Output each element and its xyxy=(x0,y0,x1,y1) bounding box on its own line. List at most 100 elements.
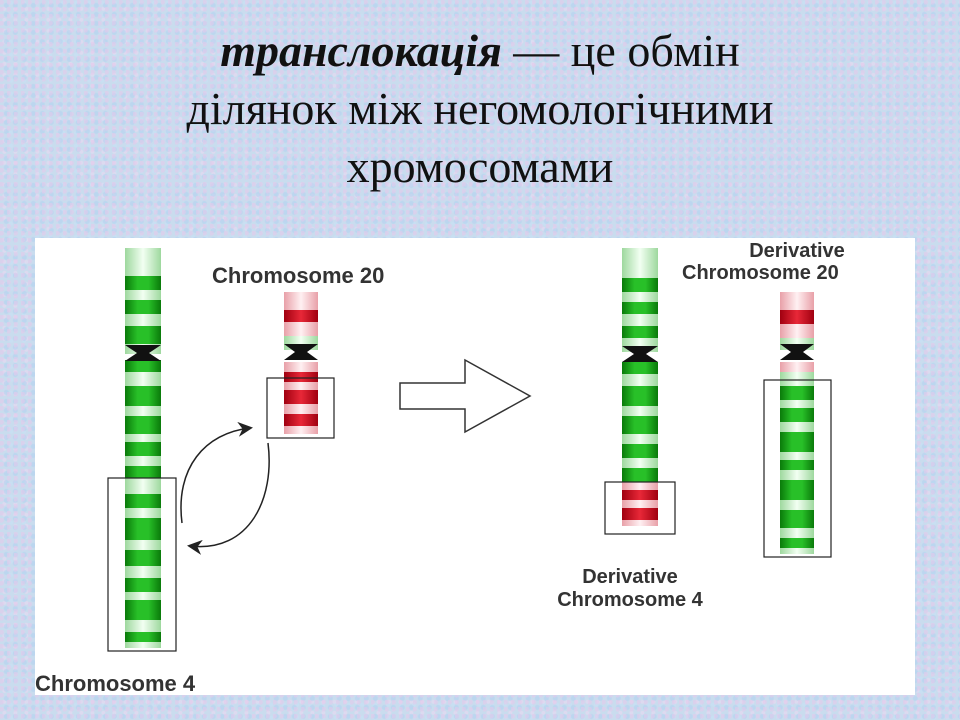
chromosome-band xyxy=(125,434,161,442)
chromosome-band xyxy=(780,310,814,324)
chromosome-band xyxy=(125,372,161,386)
chromosome-band xyxy=(780,386,814,400)
derivative-chromosome-4 xyxy=(622,248,658,526)
chr4-swap-box xyxy=(107,477,177,652)
centromere xyxy=(622,346,658,362)
title-term: транслокація xyxy=(220,25,502,76)
centromere xyxy=(284,344,318,360)
chromosome-band xyxy=(622,278,658,292)
chromosome-band xyxy=(622,490,658,500)
chromosome-band xyxy=(125,276,161,290)
chromosome-band xyxy=(125,248,161,276)
der20-swap-box xyxy=(763,379,832,558)
chromosome-band xyxy=(622,434,658,444)
der4-label-line-2: Chromosome 4 xyxy=(557,589,703,611)
chromosome-band xyxy=(125,508,161,518)
chromosome-band xyxy=(125,456,161,466)
chromosome-band xyxy=(284,292,318,310)
chromosome-band xyxy=(780,422,814,432)
chromosome-band xyxy=(284,310,318,322)
chromosome-band xyxy=(125,416,161,434)
chromosome-band xyxy=(622,520,658,526)
chromosome-band xyxy=(780,408,814,422)
chromosome-band xyxy=(780,528,814,538)
chromosome-band xyxy=(780,452,814,460)
chromosome-band xyxy=(284,372,318,382)
chromosome-20 xyxy=(284,292,318,434)
chromosome-band xyxy=(780,460,814,470)
translocation-diagram: Chromosome 20 Chromosome 4 Derivative Ch… xyxy=(35,240,845,695)
chromosome-band xyxy=(125,566,161,578)
der4-swap-box xyxy=(604,481,676,535)
chromosome-band xyxy=(622,362,658,374)
chromosome-band xyxy=(284,382,318,390)
chromosome-band xyxy=(284,426,318,434)
chromosome-band xyxy=(622,374,658,386)
chromosome-band xyxy=(622,314,658,326)
chromosome-band xyxy=(622,444,658,458)
chromosome-4 xyxy=(125,248,161,648)
chromosome-band xyxy=(125,300,161,314)
chr20-label: Chromosome 20 xyxy=(212,263,384,288)
chromosome-band xyxy=(622,500,658,508)
chromosome-band xyxy=(622,326,658,338)
chromosome-band xyxy=(125,326,161,344)
exchange-arrow-up xyxy=(180,421,253,524)
der4-label-line-1: Derivative xyxy=(582,566,678,588)
chr20-swap-box xyxy=(266,377,335,439)
chromosome-band xyxy=(125,314,161,326)
chromosome-band xyxy=(622,508,658,520)
chromosome-band xyxy=(125,406,161,416)
chromosome-band xyxy=(125,600,161,620)
chromosome-band xyxy=(780,480,814,500)
exchange-arrow-down xyxy=(187,442,270,555)
chromosome-band xyxy=(780,538,814,548)
title-line-1: транслокація — це обмін xyxy=(0,22,960,80)
centromere xyxy=(125,345,161,361)
chromosome-band xyxy=(780,548,814,554)
chromosome-band xyxy=(125,360,161,372)
slide-title: транслокація — це обмін ділянок між него… xyxy=(0,22,960,196)
chromosome-band xyxy=(284,322,318,336)
chromosome-band xyxy=(125,578,161,592)
chromosome-band xyxy=(780,470,814,480)
chromosome-band xyxy=(622,482,658,490)
transition-arrow xyxy=(399,358,532,434)
chromosome-band xyxy=(125,494,161,508)
chromosome-band xyxy=(622,292,658,302)
chromosome-band xyxy=(125,442,161,456)
der20-label-line-2: Chromosome 20 xyxy=(682,262,839,284)
chromosome-band xyxy=(780,400,814,408)
chromosome-band xyxy=(284,390,318,404)
chromosome-band xyxy=(622,416,658,434)
chromosome-band xyxy=(125,620,161,632)
title-line-1-rest: — це обмін xyxy=(501,25,740,76)
chromosome-band xyxy=(125,540,161,550)
title-line-3: хромосомами xyxy=(346,141,614,192)
chromosome-band xyxy=(284,362,318,372)
diagram-panel: Chromosome 20 Chromosome 4 Derivative Ch… xyxy=(35,238,915,695)
chromosome-band xyxy=(125,550,161,566)
chromosome-band xyxy=(125,518,161,540)
centromere xyxy=(780,344,814,360)
chromosome-band xyxy=(780,510,814,528)
chromosome-band xyxy=(125,478,161,494)
chromosome-band xyxy=(622,406,658,416)
chromosome-band xyxy=(284,404,318,414)
der20-label-line-1: Derivative xyxy=(749,240,845,262)
derivative-chromosome-20 xyxy=(780,292,814,554)
chromosome-band xyxy=(622,248,658,278)
chromosome-band xyxy=(780,372,814,386)
chromosome-band xyxy=(622,386,658,406)
chromosome-band xyxy=(780,324,814,338)
chromosome-band xyxy=(622,302,658,314)
chr4-label: Chromosome 4 xyxy=(35,671,196,695)
chromosome-band xyxy=(125,466,161,478)
chromosome-band xyxy=(125,386,161,406)
chromosome-band xyxy=(125,632,161,642)
title-line-2: ділянок між негомологічними xyxy=(186,83,774,134)
chromosome-band xyxy=(622,468,658,482)
chromosome-band xyxy=(284,414,318,426)
chromosome-band xyxy=(780,292,814,310)
chromosome-band xyxy=(622,458,658,468)
